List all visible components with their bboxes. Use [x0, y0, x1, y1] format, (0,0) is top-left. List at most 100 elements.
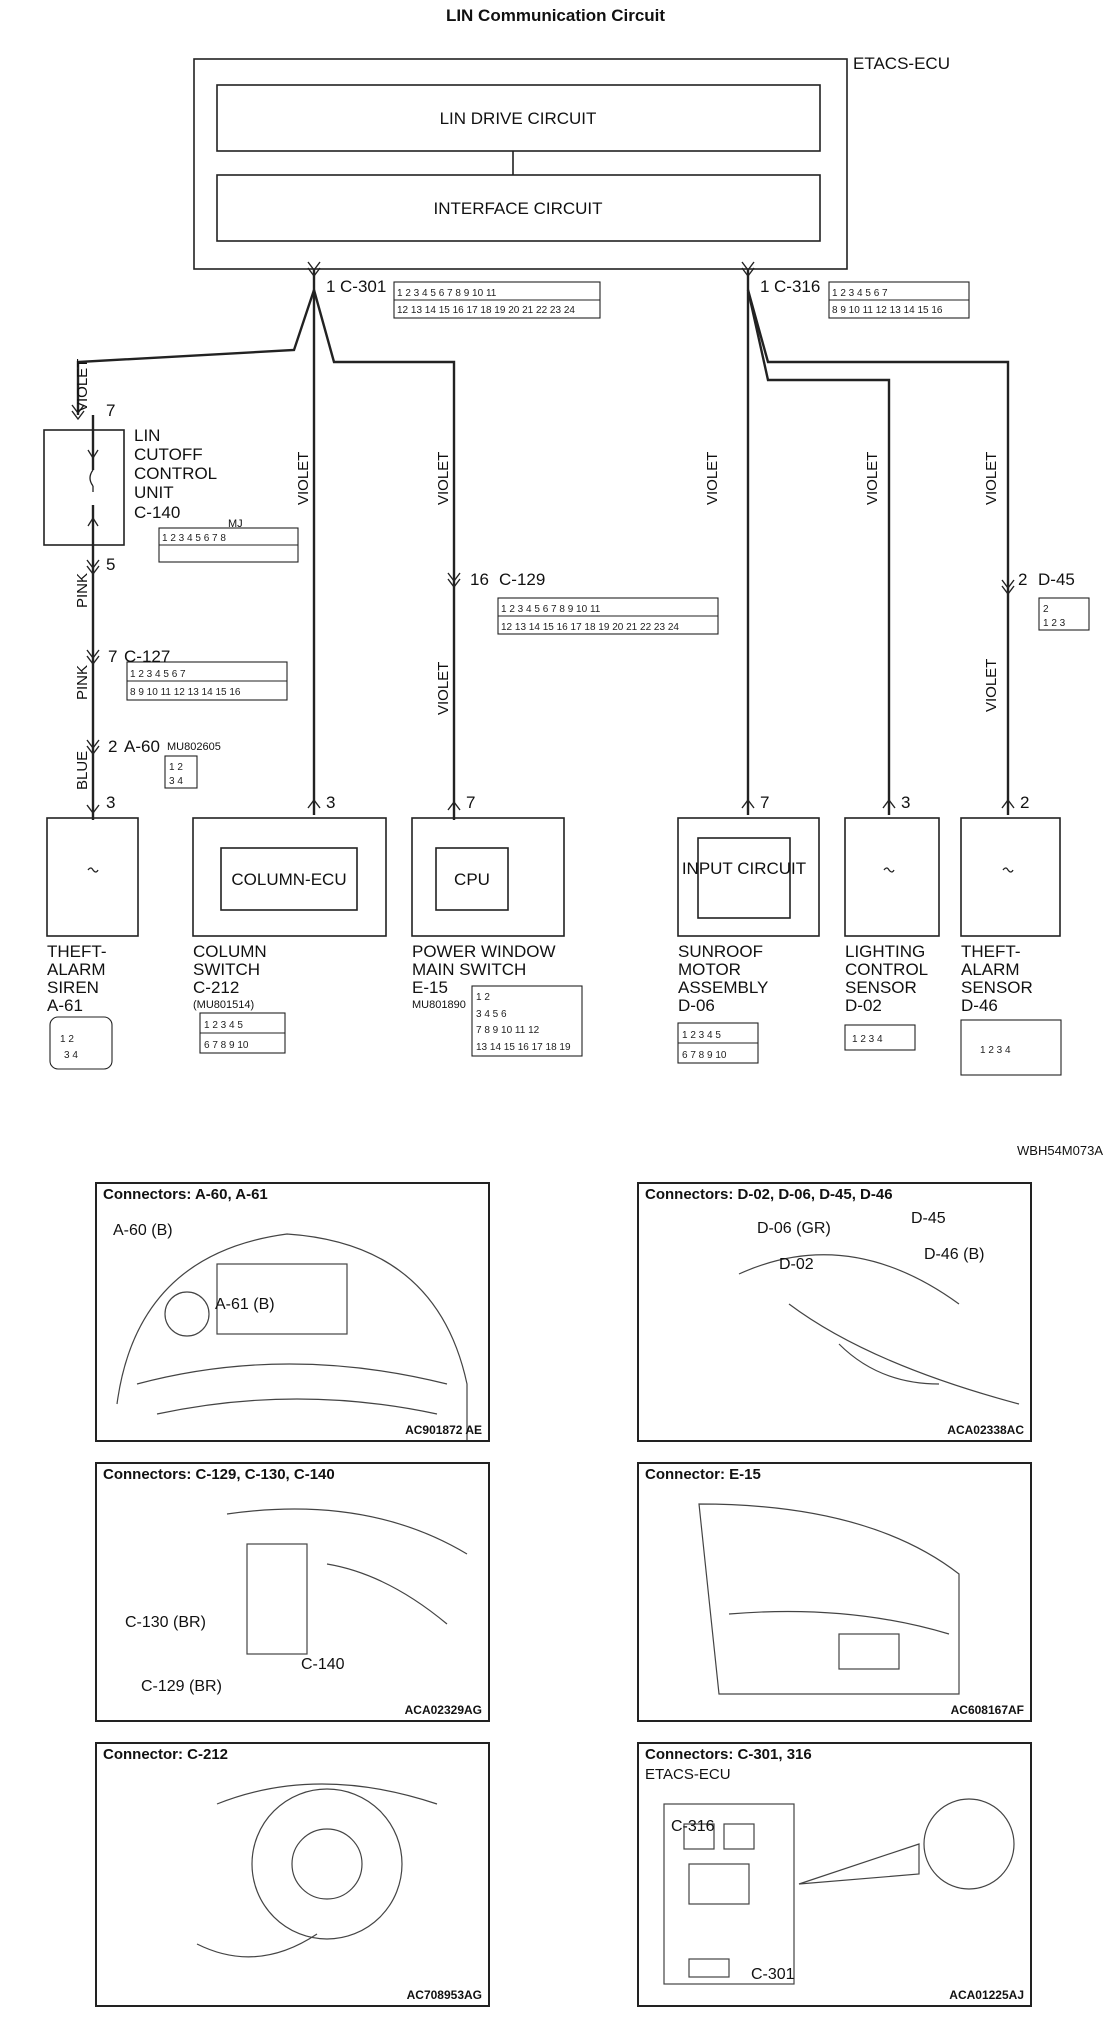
c127-code: C-127: [124, 647, 170, 666]
c301-code: C-301: [340, 277, 386, 296]
figure-code: WBH54M073A: [1017, 1143, 1103, 1158]
cutoff-label-3: CONTROL: [134, 464, 217, 483]
siren-pin: 3: [106, 793, 115, 812]
lin-cutoff-box: [43, 429, 125, 546]
lighting-pin: 3: [901, 793, 910, 812]
wire-violet-4: VIOLET: [435, 662, 452, 715]
cpu-label: CPU: [454, 870, 490, 889]
cutoff-pin-top: 7: [106, 401, 115, 420]
svg-text:12 13 14 15 16 17 18 19 20 21: 12 13 14 15 16 17 18 19 20 21 22 23 24: [501, 622, 679, 633]
cutoff-label-1: LIN: [134, 426, 160, 445]
panel-c212: Connector: C-212 AC708953AG: [95, 1742, 490, 2007]
panel-5-title: Connector: C-212: [103, 1746, 229, 1763]
pw-line-1: POWER WINDOW: [412, 942, 556, 961]
panel-d-connectors: Connectors: D-02, D-06, D-45, D-46 D-06 …: [637, 1182, 1032, 1442]
cutoff-label-4: UNIT: [134, 483, 174, 502]
callout-c316: C-316: [671, 1818, 715, 1835]
etacs-ecu-illustration: [663, 1798, 1015, 1985]
pw-pin: 7: [466, 793, 475, 812]
panel-a60-a61: Connectors: A-60, A-61 A-60 (B) A-61 (B)…: [95, 1182, 490, 1442]
lighting-line-2: CONTROL: [845, 960, 928, 979]
column-part: (MU801514): [193, 999, 254, 1011]
svg-text:3 4: 3 4: [169, 776, 183, 787]
callout-a60: A-60 (B): [113, 1222, 173, 1239]
svg-text:6 7 8 9 10: 6 7 8 9 10: [204, 1040, 249, 1051]
pw-line-2: MAIN SWITCH: [412, 960, 526, 979]
panel-2-code: ACA02338AC: [947, 1423, 1024, 1437]
siren-code: A-61: [47, 996, 83, 1015]
c316-pin: 1: [760, 277, 769, 296]
diagram-title: LIN Communication Circuit: [445, 6, 666, 25]
svg-text:3 4: 3 4: [64, 1050, 78, 1061]
siren-line-2: ALARM: [47, 960, 106, 979]
svg-text:12 13 14 15 16 17 18 19 20 21: 12 13 14 15 16 17 18 19 20 21 22 23 24: [397, 305, 575, 316]
svg-text:7 8 9 10 11 12: 7 8 9 10 11 12: [476, 1025, 540, 1036]
callout-c140: C-140: [301, 1656, 345, 1673]
panel-4-title: Connector: E-15: [645, 1466, 761, 1483]
panel-e15: Connector: E-15 AC608167AF: [637, 1462, 1032, 1722]
theft-sensor-line-1: THEFT-: [961, 942, 1021, 961]
theft-sensor-pin: 2: [1020, 793, 1029, 812]
wire-violet-3: VIOLET: [435, 452, 452, 505]
svg-text:1 2: 1 2: [169, 762, 183, 773]
lin-drive-label: LIN DRIVE CIRCUIT: [440, 109, 597, 128]
callout-c130: C-130 (BR): [125, 1614, 206, 1631]
dash-left-illustration: [226, 1508, 468, 1655]
wire-violet-8: VIOLET: [983, 659, 1000, 712]
theft-sensor-line-3: SENSOR: [961, 978, 1033, 997]
callout-d06: D-06 (GR): [757, 1220, 831, 1237]
svg-text:13 14 15 16 17 18 19: 13 14 15 16 17 18 19: [476, 1042, 571, 1053]
c129-pin: 16: [470, 570, 489, 589]
svg-text:1 2 3: 1 2 3: [1043, 618, 1066, 629]
callout-a61: A-61 (B): [215, 1296, 275, 1313]
svg-text:1 2 3 4: 1 2 3 4: [980, 1045, 1011, 1056]
panel-c301-c316: Connectors: C-301, 316 ETACS-ECU C-316 C…: [637, 1742, 1032, 2007]
c301-pin: 1: [326, 277, 335, 296]
svg-text:1 2: 1 2: [476, 992, 490, 1003]
panel-2-title: Connectors: D-02, D-06, D-45, D-46: [645, 1186, 893, 1203]
callout-d46: D-46 (B): [924, 1246, 985, 1263]
wire-violet-2: VIOLET: [295, 452, 312, 505]
lin-circuit-schematic: 1 2 3 4 5 6 7 8 9 10 11 12 13 14 15 16 1…: [43, 54, 1090, 1076]
svg-text:1 2 3 4 5 6 7 8 9 10 11: 1 2 3 4 5 6 7 8 9 10 11: [397, 288, 497, 299]
sunroof-line-1: SUNROOF: [678, 942, 763, 961]
panel-1-code: AC901872 AE: [405, 1423, 482, 1437]
callout-c301: C-301: [751, 1966, 795, 1983]
wire-pink-2: PINK: [74, 665, 91, 700]
svg-text:1 2 3 4 5 6 7: 1 2 3 4 5 6 7: [832, 288, 888, 299]
wire-violet-7: VIOLET: [983, 452, 1000, 505]
panel-1-title: Connectors: A-60, A-61: [103, 1186, 268, 1203]
pw-code: E-15: [412, 978, 448, 997]
panel-4-code: AC608167AF: [950, 1703, 1024, 1717]
wire-pink-1: PINK: [74, 573, 91, 608]
wire-violet-1: VIOLET: [74, 359, 91, 412]
column-switch-box: [192, 817, 387, 937]
wire-blue: BLUE: [74, 751, 91, 790]
callout-c129: C-129 (BR): [141, 1678, 222, 1695]
etacs-ecu-box: [193, 58, 848, 270]
svg-text:8 9 10 11 12 13 14 15 16: 8 9 10 11 12 13 14 15 16: [832, 305, 943, 316]
door-illustration: [698, 1503, 960, 1695]
svg-text:1 2 3 4: 1 2 3 4: [852, 1034, 883, 1045]
column-ecu-label: COLUMN-ECU: [231, 870, 346, 889]
svg-text:1 2 3 4 5 6 7 8 9 10 11: 1 2 3 4 5 6 7 8 9 10 11: [501, 604, 601, 615]
panel-6-code: ACA01225AJ: [949, 1988, 1024, 2002]
cpu-box: [435, 847, 509, 911]
pw-part: MU801890: [412, 999, 466, 1011]
sunroof-pin: 7: [760, 793, 769, 812]
callout-d02: D-02: [779, 1256, 814, 1273]
c127-pin: 7: [108, 647, 117, 666]
lighting-code: D-02: [845, 996, 882, 1015]
cutoff-pin-bottom: 5: [106, 555, 115, 574]
theft-sensor-code: D-46: [961, 996, 998, 1015]
callout-d45: D-45: [911, 1210, 946, 1227]
engine-bay-illustration: [116, 1233, 468, 1440]
siren-line-1: THEFT-: [47, 942, 107, 961]
column-line-2: SWITCH: [193, 960, 260, 979]
column-pin: 3: [326, 793, 335, 812]
power-window-box: [411, 817, 565, 937]
panel-6-subtitle: ETACS-ECU: [645, 1766, 731, 1783]
svg-text:1 2 3 4 5: 1 2 3 4 5: [204, 1020, 243, 1031]
svg-text:1 2 3 4 5: 1 2 3 4 5: [682, 1030, 721, 1041]
svg-text:1 2: 1 2: [60, 1034, 74, 1045]
